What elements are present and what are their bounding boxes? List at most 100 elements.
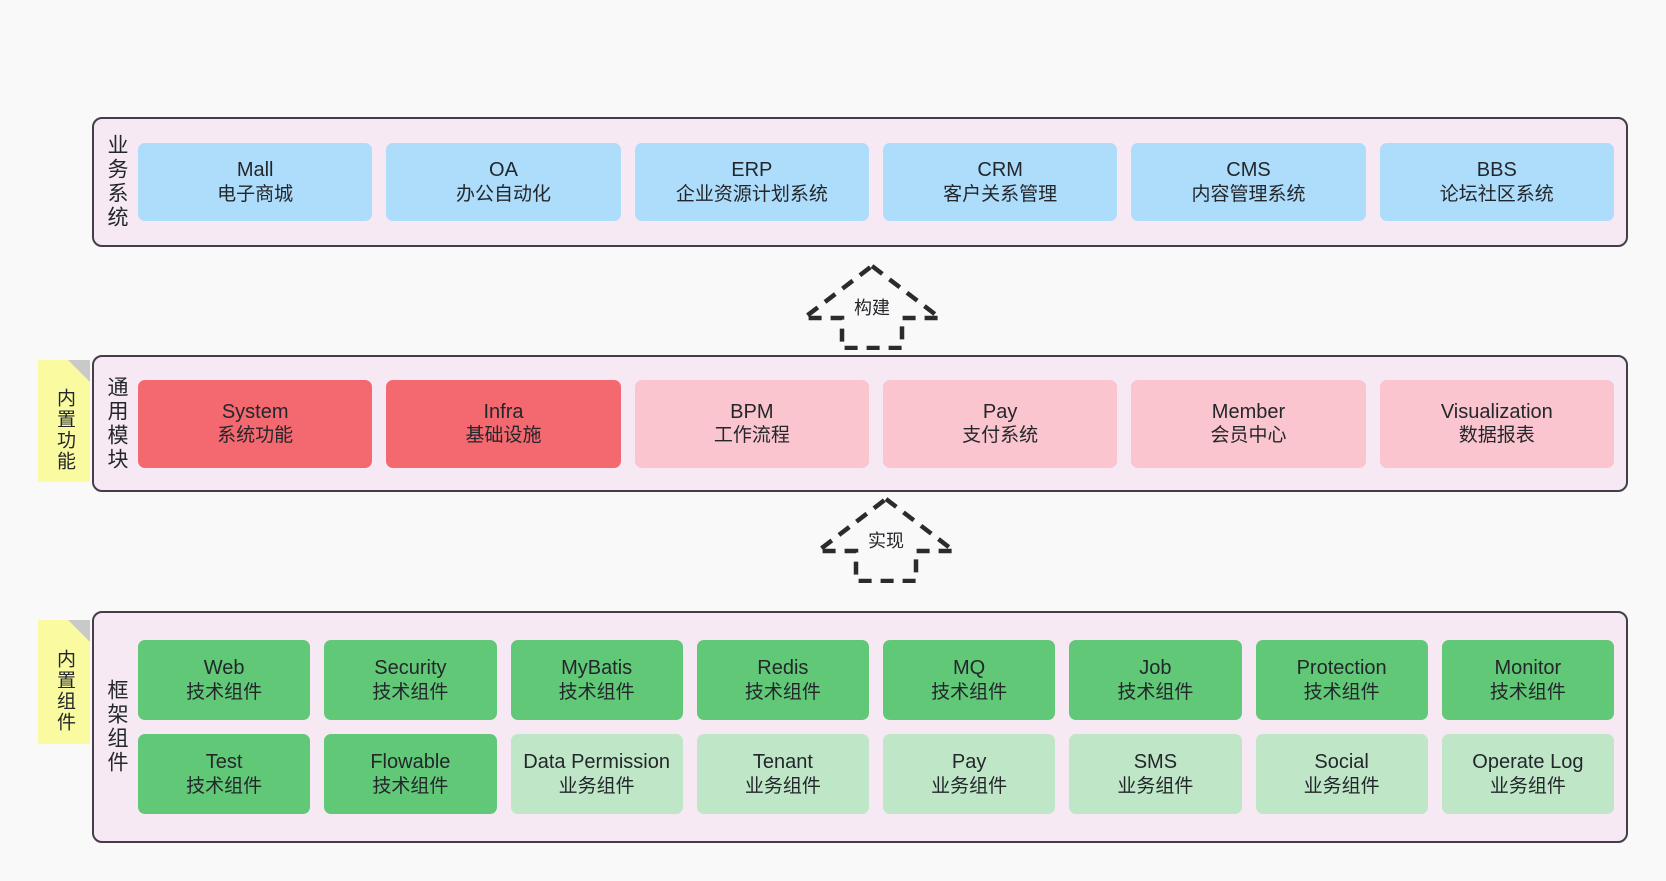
box-title: Member <box>1211 400 1286 423</box>
note-builtin-component: 内置组件 <box>38 620 90 744</box>
box-title: Test <box>205 751 243 774</box>
box-subtitle: 技术组件 <box>744 681 821 703</box>
box-grid: Web 技术组件 Security 技术组件 MyBatis 技术组件 Redi… <box>138 640 1614 814</box>
box-title: CRM <box>977 159 1023 182</box>
box-title: Social <box>1314 751 1369 774</box>
box-visualization[interactable]: Visualization 数据报表 <box>1379 379 1614 468</box>
box-subtitle: 业务组件 <box>1117 775 1194 797</box>
box-subtitle: 技术组件 <box>931 681 1008 703</box>
box-row: Web 技术组件 Security 技术组件 MyBatis 技术组件 Redi… <box>138 640 1614 720</box>
box-bpm[interactable]: BPM 工作流程 <box>634 379 869 468</box>
box-mall[interactable]: Mall 电子商城 <box>138 143 373 221</box>
box-mybatis[interactable]: MyBatis 技术组件 <box>510 640 683 720</box>
box-title: OA <box>489 159 518 182</box>
box-subtitle: 业务组件 <box>1303 775 1380 797</box>
layer-body-business-system: Mall 电子商城 OA 办公自动化 ERP 企业资源计划系统 CRM 客户关系… <box>138 119 1626 245</box>
note-fold-corner <box>68 620 90 642</box>
box-subtitle: 客户关系管理 <box>943 183 1058 205</box>
box-subtitle: 技术组件 <box>186 681 263 703</box>
box-subtitle: 技术组件 <box>1303 681 1380 703</box>
box-subtitle: 技术组件 <box>372 775 449 797</box>
box-tenant[interactable]: Tenant 业务组件 <box>696 734 869 814</box>
box-subtitle: 业务组件 <box>744 775 821 797</box>
layer-title-framework-components: 框架组件 <box>105 679 129 775</box>
connector-build-label: 构建 <box>854 298 890 318</box>
box-security[interactable]: Security 技术组件 <box>324 640 497 720</box>
box-erp[interactable]: ERP 企业资源计划系统 <box>634 143 869 221</box>
box-subtitle: 支付系统 <box>962 425 1039 447</box>
box-pay-module[interactable]: Pay 支付系统 <box>882 379 1118 468</box>
box-crm[interactable]: CRM 客户关系管理 <box>882 143 1118 221</box>
note-builtin-feature: 内置功能 <box>38 360 90 482</box>
box-subtitle: 论坛社区系统 <box>1439 183 1554 205</box>
box-subtitle: 技术组件 <box>1489 681 1566 703</box>
layer-title-business-system: 业务系统 <box>105 134 129 230</box>
box-title: Flowable <box>370 751 451 774</box>
box-operate-log[interactable]: Operate Log 业务组件 <box>1441 734 1614 814</box>
box-title: Infra <box>483 400 524 423</box>
box-subtitle: 技术组件 <box>1117 681 1194 703</box>
layer-framework-components: 框架组件 Web 技术组件 Security 技术组件 MyBatis 技术组件 <box>92 611 1628 843</box>
box-title: Protection <box>1296 657 1387 680</box>
box-title: Security <box>374 657 447 680</box>
layer-common-modules: 通用模块 System 系统功能 Infra 基础设施 BPM 工作流程 Pay… <box>92 355 1628 492</box>
layer-business-system: 业务系统 Mall 电子商城 OA 办公自动化 ERP 企业资源计划系统 CRM… <box>92 117 1628 247</box>
box-title: BPM <box>730 400 774 423</box>
box-system[interactable]: System 系统功能 <box>138 379 373 468</box>
box-title: Web <box>203 657 245 680</box>
box-subtitle: 电子商城 <box>217 183 294 205</box>
box-pay-component[interactable]: Pay 业务组件 <box>883 734 1056 814</box>
box-subtitle: 系统功能 <box>217 425 294 447</box>
box-member[interactable]: Member 会员中心 <box>1131 379 1366 468</box>
connector-implement <box>811 495 961 584</box>
box-subtitle: 工作流程 <box>713 425 790 447</box>
box-title: Pay <box>982 400 1018 423</box>
box-title: Operate Log <box>1472 751 1584 774</box>
box-title: Job <box>1139 657 1172 680</box>
box-title: Pay <box>951 751 987 774</box>
connector-build <box>797 262 947 351</box>
box-title: MyBatis <box>561 657 633 680</box>
box-flowable[interactable]: Flowable 技术组件 <box>324 734 497 814</box>
box-title: SMS <box>1133 751 1178 774</box>
box-subtitle: 业务组件 <box>558 775 635 797</box>
box-subtitle: 业务组件 <box>1489 775 1566 797</box>
box-sms[interactable]: SMS 业务组件 <box>1069 734 1242 814</box>
box-monitor[interactable]: Monitor 技术组件 <box>1441 640 1614 720</box>
box-test[interactable]: Test 技术组件 <box>138 734 311 814</box>
note-label: 内置组件 <box>53 649 75 733</box>
box-subtitle: 企业资源计划系统 <box>675 183 828 205</box>
box-row: Mall 电子商城 OA 办公自动化 ERP 企业资源计划系统 CRM 客户关系… <box>138 143 1614 221</box>
box-bbs[interactable]: BBS 论坛社区系统 <box>1379 143 1614 221</box>
box-data-permission[interactable]: Data Permission 业务组件 <box>510 734 683 814</box>
box-subtitle: 办公自动化 <box>455 183 551 205</box>
box-subtitle: 数据报表 <box>1458 425 1535 447</box>
box-title: Tenant <box>752 751 813 774</box>
layer-body-framework-components: Web 技术组件 Security 技术组件 MyBatis 技术组件 Redi… <box>138 613 1626 841</box>
box-social[interactable]: Social 业务组件 <box>1255 734 1428 814</box>
box-subtitle: 业务组件 <box>931 775 1008 797</box>
box-infra[interactable]: Infra 基础设施 <box>386 379 621 468</box>
box-job[interactable]: Job 技术组件 <box>1069 640 1242 720</box>
box-subtitle: 会员中心 <box>1210 425 1287 447</box>
box-oa[interactable]: OA 办公自动化 <box>386 143 621 221</box>
connector-implement-label: 实现 <box>868 531 904 551</box>
box-title: CMS <box>1226 159 1271 182</box>
box-protection[interactable]: Protection 技术组件 <box>1255 640 1428 720</box>
box-title: MQ <box>953 657 986 680</box>
box-cms[interactable]: CMS 内容管理系统 <box>1131 143 1366 221</box>
box-title: Data Permission <box>523 751 670 774</box>
box-subtitle: 基础设施 <box>465 425 542 447</box>
box-title: System <box>221 400 289 423</box>
box-title: BBS <box>1476 159 1517 182</box>
box-title: Visualization <box>1440 400 1553 423</box>
box-mq[interactable]: MQ 技术组件 <box>883 640 1056 720</box>
box-row: System 系统功能 Infra 基础设施 BPM 工作流程 Pay 支付系统… <box>138 379 1614 468</box>
box-redis[interactable]: Redis 技术组件 <box>696 640 869 720</box>
box-title: Redis <box>757 657 809 680</box>
box-web[interactable]: Web 技术组件 <box>138 640 311 720</box>
box-title: Mall <box>236 159 274 182</box>
box-subtitle: 技术组件 <box>558 681 635 703</box>
implement-arrow-shape <box>811 496 961 584</box>
